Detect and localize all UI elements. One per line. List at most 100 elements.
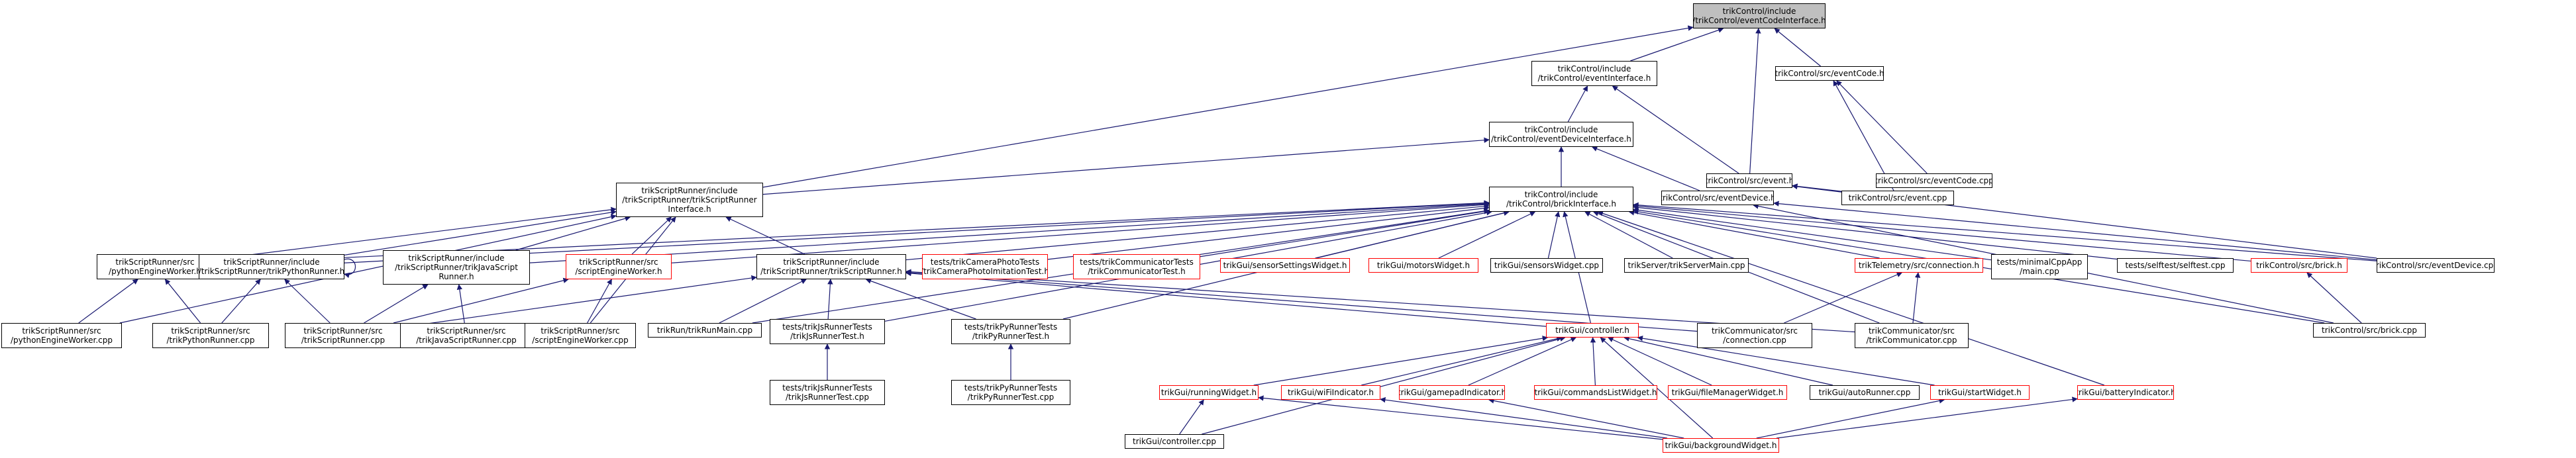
edge (1784, 272, 1903, 324)
graph-node[interactable]: tests/trikJsRunnerTests/trikJsRunnerTest… (770, 319, 885, 344)
graph-node[interactable]: trikScriptRunner/include/trikScriptRunne… (383, 250, 530, 285)
node-label: trikCommunicator/src/connection.cpp (1712, 326, 1798, 345)
node-label: trikControl/src/eventCode.cpp (1877, 176, 1992, 185)
edge (1833, 80, 1894, 191)
node-label-line: /connection.cpp (1723, 336, 1786, 345)
node-label-line: /trikCameraPhotoImitationTest.h (922, 267, 1048, 276)
graph-node[interactable]: trikControl/src/brick.h (2251, 258, 2347, 273)
edge (1438, 211, 1536, 259)
graph-node[interactable]: trikScriptRunner/include/trikScriptRunne… (199, 254, 344, 279)
graph-node[interactable]: tests/minimalCppApp/main.cpp (1991, 254, 2088, 279)
node-label-line: tests/trikJsRunnerTests (782, 383, 872, 392)
graph-node[interactable]: trikControl/include/trikControl/eventInt… (1531, 61, 1657, 86)
graph-node[interactable]: trikGui/batteryIndicator.h (2077, 385, 2174, 400)
edge (905, 269, 1855, 333)
node-label: trikGui/runningWidget.h (1161, 388, 1257, 397)
node-label: trikServer/trikServerMain.cpp (1628, 261, 1745, 270)
node-label-line: /scriptEngineWorker.h (575, 267, 662, 276)
node-label-line: tests/trikPyRunnerTests (964, 322, 1058, 332)
graph-node[interactable]: trikGui/backgroundWidget.h (1663, 438, 1779, 453)
node-label-line: /trikScriptRunner/trikScriptRunner (622, 195, 757, 205)
node-label-line: trikGui/startWidget.h (1938, 388, 2022, 397)
node-label: trikControl/src/eventCode.h (1776, 69, 1883, 78)
node-label: trikScriptRunner/src/trikScriptRunner.cp… (301, 326, 385, 345)
graph-node[interactable]: trikScriptRunner/src/trikScriptRunner.cp… (285, 323, 401, 348)
graph-node[interactable]: trikScriptRunner/src/pythonEngineWorker.… (97, 254, 213, 279)
graph-node[interactable]: trikControl/include/trikControl/brickInt… (1489, 187, 1633, 212)
graph-node[interactable]: trikScriptRunner/src/trikPythonRunner.cp… (152, 323, 269, 348)
edge (164, 279, 201, 324)
edge (762, 137, 1490, 195)
node-label: trikControl/src/eventDevice.cpp (2377, 261, 2494, 270)
graph-node[interactable]: trikControl/src/eventDevice.cpp (2377, 258, 2495, 273)
node-label-line: trikGui/gamepadIndicator.h (1399, 388, 1505, 397)
edge (1591, 146, 1700, 191)
graph-node[interactable]: trikControl/src/eventDevice.h (1661, 191, 1774, 205)
graph-node[interactable]: trikGui/gamepadIndicator.h (1399, 385, 1505, 400)
edge (762, 25, 1694, 188)
graph-node[interactable]: trikControl/src/eventCode.h (1775, 66, 1884, 81)
graph-node[interactable]: tests/trikPyRunnerTests/trikPyRunnerTest… (951, 380, 1070, 405)
graph-node[interactable]: trikControl/src/brick.cpp (2313, 323, 2426, 338)
node-label-line: trikScriptRunner/src (115, 257, 195, 267)
node-label: trikScriptRunner/src/pythonEngineWorker.… (11, 326, 113, 345)
graph-node[interactable]: tests/trikCameraPhotoTests/trikCameraPho… (922, 254, 1048, 279)
graph-node[interactable]: trikScriptRunner/include/trikScriptRunne… (616, 183, 763, 217)
node-label-line: trikScriptRunner/include (223, 257, 320, 267)
graph-node[interactable]: trikGui/controller.cpp (1125, 434, 1224, 449)
graph-node[interactable]: trikGui/wiFiIndicator.h (1281, 385, 1380, 400)
edge (725, 216, 805, 255)
graph-node[interactable]: trikControl/src/event.cpp (1841, 191, 1954, 205)
graph-node[interactable]: trikGui/runningWidget.h (1159, 385, 1259, 400)
edge (284, 279, 331, 324)
graph-node[interactable]: trikRun/trikRunMain.cpp (648, 323, 762, 338)
node-label-line: /trikScriptRunner/trikJavaScript (395, 263, 518, 272)
node-label-line: /trikControl/eventDeviceInterface.h (1491, 134, 1631, 144)
graph-node[interactable]: trikTelemetry/src/connection.h (1855, 258, 1983, 273)
graph-node[interactable]: trikControl/src/event.h (1706, 173, 1792, 188)
edge (1612, 85, 1739, 174)
graph-node[interactable]: trikCommunicator/src/connection.cpp (1697, 323, 1812, 348)
graph-node[interactable]: trikGui/fileManagerWidget.h (1668, 385, 1787, 400)
graph-node[interactable]: tests/trikCommunicatorTests/trikCommunic… (1073, 254, 1200, 279)
node-label: trikGui/motorsWidget.h (1377, 261, 1470, 270)
edge (1179, 399, 1204, 435)
graph-node[interactable]: trikControl/src/eventCode.cpp (1876, 173, 1992, 188)
node-label-line: trikControl/src/eventDevice.h (1661, 193, 1774, 203)
graph-node[interactable]: trikGui/sensorSettingsWidget.h (1220, 258, 1350, 273)
graph-node[interactable]: trikScriptRunner/src/pythonEngineWorker.… (1, 323, 122, 348)
graph-node[interactable]: trikScriptRunner/src/scriptEngineWorker.… (525, 323, 636, 348)
edge (1774, 28, 1821, 67)
node-label-line: trikScriptRunner/include (783, 257, 880, 267)
graph-node[interactable]: trikServer/trikServerMain.cpp (1624, 258, 1749, 273)
edge (1776, 396, 2078, 439)
graph-node[interactable]: tests/trikPyRunnerTests/trikPyRunnerTest… (951, 319, 1070, 344)
graph-node[interactable]: trikGui/sensorsWidget.cpp (1490, 258, 1603, 273)
node-label-line: /scriptEngineWorker.cpp (532, 336, 629, 345)
node-label: trikControl/include/trikControl/eventDev… (1491, 125, 1631, 144)
graph-node[interactable]: trikScriptRunner/src/trikJavaScriptRunne… (400, 323, 533, 348)
graph-node[interactable]: trikCommunicator/src/trikCommunicator.cp… (1855, 323, 1969, 348)
node-label: trikControl/src/brick.h (2256, 261, 2342, 270)
edge (2306, 272, 2362, 324)
graph-node[interactable]: trikScriptRunner/src/scriptEngineWorker.… (566, 254, 672, 279)
graph-node[interactable]: trikControl/include/trikControl/eventDev… (1489, 122, 1633, 147)
edge (401, 275, 757, 328)
edge (393, 277, 569, 324)
edge (456, 284, 465, 324)
graph-node[interactable]: trikGui/startWidget.h (1930, 385, 2030, 400)
graph-node[interactable]: trikGui/motorsWidget.h (1368, 258, 1478, 273)
graph-node[interactable]: tests/trikJsRunnerTests/trikJsRunnerTest… (770, 380, 885, 405)
graph-node[interactable]: tests/selftest/selftest.cpp (2117, 258, 2234, 273)
node-label-line: trikScriptRunner/src (303, 326, 383, 336)
graph-node[interactable]: trikScriptRunner/include/trikScriptRunne… (756, 254, 906, 279)
node-label-line: trikScriptRunner/src (22, 326, 101, 336)
edge (1633, 203, 2251, 262)
graph-node[interactable]: trikGui/commandsListWidget.h (1534, 385, 1657, 400)
edge (1773, 201, 2377, 261)
graph-node[interactable]: trikGui/controller.h (1546, 323, 1639, 338)
graph-node[interactable]: trikGui/autoRunner.cpp (1810, 385, 1920, 400)
edge (1912, 272, 1921, 324)
node-label: tests/trikPyRunnerTests/trikPyRunnerTest… (964, 322, 1057, 341)
